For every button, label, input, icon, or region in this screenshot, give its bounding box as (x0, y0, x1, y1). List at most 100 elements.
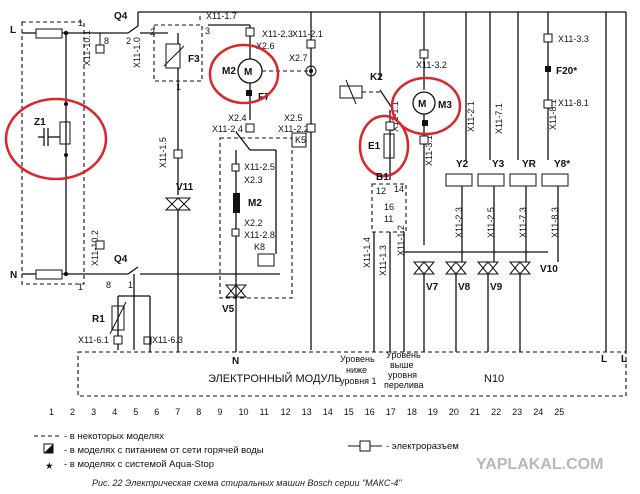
l2-label: L (621, 354, 627, 365)
terminal-25: 25 (554, 407, 564, 417)
x11-8-1: X11-8.1 (548, 99, 558, 130)
terminal-13: 13 (302, 407, 312, 417)
x11-2-5b: X11-2.5 (486, 207, 496, 238)
pin-1-top: 1 (78, 18, 83, 28)
x11-3-2: X11-3.2 (416, 60, 447, 70)
mains-filter: L N Z1 1 1 (10, 18, 85, 292)
terminal-19: 19 (428, 407, 438, 417)
l1-label: L (601, 354, 607, 365)
terminal-15: 15 (344, 407, 354, 417)
y8-label: Y8* (554, 159, 570, 170)
figure-caption: Рис. 22 Электрическая схема стиральных м… (92, 478, 402, 488)
highlight-m3 (390, 76, 462, 136)
legend-aqua-stop: - в моделях с системой Aqua-Stop (64, 459, 214, 470)
x11-8-3: X11-8.3 (550, 207, 560, 238)
terminal-10: 10 (239, 407, 249, 417)
m2-motor-letter: M (244, 67, 252, 78)
legend-star-icon: ★ (45, 461, 54, 472)
module-title: ЭЛЕКТРОННЫЙ МОДУЛЬ (208, 372, 342, 385)
x11-2-1-valve: X11-2.1 (466, 101, 476, 132)
highlight-m2 (208, 43, 280, 105)
pin-1-bottom: 1 (78, 282, 83, 292)
legend-connector: - электроразъем (386, 441, 459, 452)
x11-7-1: X11-7.1 (494, 103, 504, 134)
terminal-7: 7 (175, 407, 180, 417)
m2-motor-label: M2 (222, 66, 236, 77)
watermark: YAPLAKAL.COM (476, 456, 603, 473)
e1-label: E1 (368, 141, 381, 152)
q4-top-switch (127, 25, 139, 34)
x11-1-7: X11-1.7 (206, 11, 237, 21)
x11-2-8: X11-2.8 (244, 230, 275, 240)
x11-7-3: X11-7.3 (518, 207, 528, 238)
level-low-2: ниже (346, 365, 367, 375)
m2-coil-label: M2 (248, 198, 262, 209)
legend-dashed: - в некоторых моделях (64, 431, 164, 442)
pin-8a: 8 (104, 36, 109, 46)
terminal-5: 5 (133, 407, 138, 417)
k8-coil (257, 253, 275, 267)
level-high-4: перелива (384, 380, 424, 390)
terminal-6: 6 (154, 407, 159, 417)
x11-1-3: X11-1.3 (378, 245, 388, 276)
highlight-e1 (358, 114, 410, 178)
fuse-top (35, 28, 63, 39)
v5-label: V5 (222, 304, 235, 315)
terminal-4: 4 (112, 407, 117, 417)
terminal-14: 14 (323, 407, 333, 417)
n10-label: N10 (484, 373, 504, 385)
v11-label: V11 (176, 182, 194, 193)
m2-coil (233, 193, 240, 213)
y2-valve (445, 173, 473, 187)
k5-label: K5 (295, 135, 306, 145)
y2-label: Y2 (456, 159, 469, 170)
terminal-12: 12 (281, 407, 291, 417)
x11-8-1-b: X11-8.1 (558, 98, 589, 108)
pin-12: 12 (376, 186, 386, 196)
x11-2-3b: X11-2.3 (454, 207, 464, 238)
x11-3-3: X11-3.3 (558, 34, 589, 44)
terminal-22: 22 (491, 407, 501, 417)
pin-1d: 1 (128, 280, 133, 290)
x11-6-1: X11-6.1 (78, 335, 109, 345)
x11-1-2: X11-1.2 (396, 225, 406, 256)
terminal-17: 17 (386, 407, 396, 417)
f3-resistor (165, 43, 181, 69)
pin-14: 14 (394, 184, 404, 194)
v7-label: V7 (426, 282, 439, 293)
level-high-1: Уровень (386, 350, 421, 360)
yr-label: YR (522, 159, 537, 170)
k8-label: K8 (254, 242, 265, 252)
pin-3a: 3 (205, 26, 210, 36)
terminal-20: 20 (449, 407, 459, 417)
n-left-label: N (10, 270, 17, 281)
pin-2a: 2 (126, 36, 131, 46)
terminal-2: 2 (70, 407, 75, 417)
v10-label: V10 (540, 264, 558, 275)
x2-4: X2.4 (228, 113, 247, 123)
pin-16: 16 (384, 202, 394, 212)
m2-switch-box (219, 137, 293, 299)
r1-thermistor (111, 305, 125, 331)
legend-connector-icon (359, 440, 371, 452)
x2-5: X2.5 (284, 113, 303, 123)
level-high-3: уровня (388, 370, 417, 380)
valve-group: X11-2.1 X11-7.1 X11-8.1 X11-3.3 F20* X11… (445, 12, 589, 262)
terminal-18: 18 (407, 407, 417, 417)
x11-1-5: X11-1.5 (158, 137, 168, 168)
x2-2: X2.2 (244, 218, 263, 228)
b1-label: B1 (376, 172, 389, 183)
x11-1-4: X11-1.4 (362, 237, 372, 268)
x2-3: X2.3 (244, 175, 263, 185)
v9-label: V9 (490, 282, 503, 293)
fuse-bottom (35, 269, 63, 280)
z1-capacitor (59, 121, 71, 145)
terminal-9: 9 (217, 407, 222, 417)
x11-3-1: X11-3.1 (424, 135, 434, 166)
l-left-label: L (10, 25, 16, 36)
triac-row: V7 V8 V9 V10 (404, 251, 558, 352)
electronic-module (77, 351, 627, 397)
terminal-11: 11 (260, 407, 269, 417)
q4-bottom-switch (127, 266, 139, 275)
